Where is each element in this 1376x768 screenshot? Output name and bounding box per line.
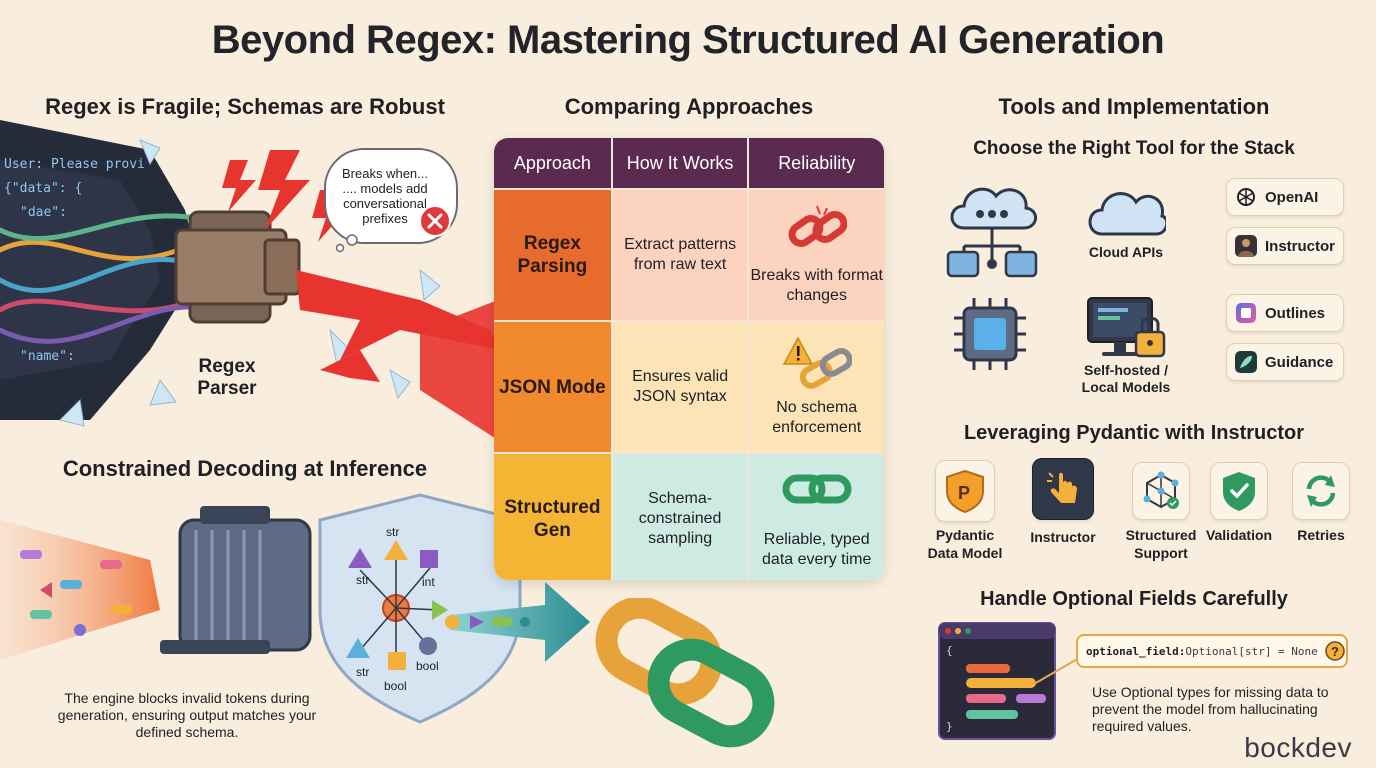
- regex-parser-label: Regex Parser: [197, 356, 257, 399]
- green-chain-icon: [782, 474, 852, 504]
- shield-label-str3: str: [356, 665, 369, 679]
- guidance-feather-icon: [1235, 351, 1257, 373]
- chain-links-icon: [595, 598, 775, 748]
- reliability-structured-cell: Reliable, typed data every time: [749, 454, 884, 580]
- bubble-text: Breaks when... .... models add conversat…: [342, 166, 428, 226]
- approach-structured: Structured Gen: [494, 454, 613, 580]
- error-x-icon: [419, 205, 451, 237]
- network-nodes-icon: [1143, 471, 1179, 509]
- reliability-structured: Reliable, typed data every time: [762, 531, 872, 568]
- table-row: Regex Parsing Extract patterns from raw …: [494, 188, 884, 320]
- regex-fragile-heading: Regex is Fragile; Schemas are Robust: [45, 94, 445, 119]
- reliability-regex: Breaks with format changes: [750, 267, 883, 304]
- structured-tile: [1132, 462, 1190, 520]
- header-reliability: Reliability: [778, 152, 856, 173]
- tool-instructor-label: Instructor: [1265, 237, 1336, 255]
- reliability-json-cell: No schema enforcement: [749, 322, 884, 452]
- pydantic-tile: P: [935, 460, 995, 522]
- tool-guidance-button[interactable]: Guidance: [1226, 343, 1344, 381]
- tool-openai-label: OpenAI: [1265, 188, 1319, 206]
- retry-arrows-icon: [1306, 475, 1336, 507]
- reliability-regex-cell: Breaks with format changes: [749, 190, 884, 320]
- page-title: Beyond Regex: Mastering Structured AI Ge…: [211, 18, 1165, 62]
- shield-label-str2: str: [386, 525, 399, 539]
- broken-regex-illustration: User: Please provi {"data": { "dae": "na…: [0, 120, 500, 427]
- openai-icon: [1237, 188, 1255, 206]
- question-icon: ?: [1325, 641, 1345, 661]
- header-approach: Approach: [494, 138, 613, 188]
- code-editor-icon: { }: [938, 622, 1056, 740]
- optional-note: Use Optional types for missing data to p…: [1092, 684, 1329, 734]
- tool-outlines-button[interactable]: Outlines: [1226, 294, 1344, 332]
- how-json: Ensures valid JSON syntax: [612, 322, 750, 452]
- table-row: JSON Mode Ensures valid JSON syntax No s…: [494, 320, 884, 452]
- cloud-icon: [1088, 192, 1166, 236]
- structured-support-label: Structured Support: [1125, 527, 1197, 561]
- retries-tile: [1292, 462, 1350, 520]
- how-structured: Schema-constrained sampling: [612, 454, 750, 580]
- table-row: Structured Gen Schema-constrained sampli…: [494, 452, 884, 580]
- constrained-decoding-illustration: str str int str bool bool: [0, 493, 590, 724]
- comparison-table: Approach How It Works Reliability Regex …: [494, 138, 884, 580]
- constrained-decoding-heading: Constrained Decoding at Inference: [62, 456, 428, 481]
- tool-guidance-label: Guidance: [1265, 353, 1334, 371]
- validation-label: Validation: [1205, 527, 1273, 543]
- code-field-type: Optional[str] = None: [1185, 644, 1318, 658]
- optional-fields-heading: Handle Optional Fields Carefully: [980, 588, 1288, 610]
- cloud-apis-label: Cloud APIs: [1088, 244, 1164, 260]
- table-header: Approach How It Works Reliability: [494, 138, 884, 188]
- retries-label: Retries: [1297, 527, 1345, 543]
- tool-openai-button[interactable]: OpenAI: [1226, 178, 1344, 216]
- validation-shield-icon: [1223, 472, 1255, 511]
- code-line-1: User: Please provi: [4, 157, 145, 172]
- bubble-tail: [335, 234, 358, 253]
- svg-text:P: P: [958, 483, 970, 503]
- engine-caption: The engine blocks invalid tokens during …: [57, 690, 317, 740]
- svg-text:?: ?: [1331, 644, 1339, 659]
- approach-regex: Regex Parsing: [494, 190, 613, 320]
- how-regex: Extract patterns from raw text: [612, 190, 750, 320]
- reliability-json: No schema enforcement: [772, 399, 862, 436]
- pydantic-heading: Leveraging Pydantic with Instructor: [963, 422, 1305, 444]
- tools-heading: Tools and Implementation: [998, 94, 1270, 119]
- cloud-network-icon: [946, 187, 1038, 278]
- instructor-tile: [1032, 458, 1094, 520]
- outlines-icon: [1236, 303, 1256, 323]
- tool-instructor-button[interactable]: Instructor: [1226, 227, 1344, 265]
- pydantic-shield-icon: P: [946, 469, 984, 513]
- shield-label-bool2: bool: [384, 679, 407, 693]
- code-line-2: {"data": {: [4, 181, 82, 196]
- instructor-label: Instructor: [1030, 529, 1096, 545]
- warning-chain-icon: [782, 336, 852, 389]
- local-server-lock-icon: [1087, 297, 1166, 358]
- local-models-label: Self-hosted / Local Models: [1081, 362, 1171, 395]
- instructor-avatar-icon: [1235, 235, 1257, 257]
- svg-text:}: }: [946, 720, 953, 733]
- shield-label-int: int: [422, 575, 435, 589]
- approach-json: JSON Mode: [494, 322, 613, 452]
- shield-label-str1: str: [356, 573, 369, 587]
- brand-logo: bockdev: [1244, 732, 1352, 763]
- optional-field-code-callout: optional_field: Optional[str] = None ?: [1076, 634, 1348, 668]
- broken-chain-icon: [788, 205, 847, 247]
- hand-pointer-icon: [1047, 472, 1077, 503]
- pydantic-label: Pydantic Data Model: [927, 527, 1003, 561]
- code-line-3: "dae":: [20, 205, 67, 220]
- validation-tile: [1210, 462, 1268, 520]
- code-field-name: optional_field:: [1086, 644, 1186, 658]
- comparing-heading: Comparing Approaches: [564, 94, 814, 119]
- code-line-4: "name":: [20, 349, 75, 364]
- chip-icon: [954, 298, 1026, 370]
- header-how: How It Works: [613, 138, 750, 188]
- shield-label-bool1: bool: [416, 659, 439, 673]
- choose-tool-heading: Choose the Right Tool for the Stack: [973, 138, 1295, 159]
- tool-outlines-label: Outlines: [1265, 304, 1326, 322]
- splash-connector: [420, 300, 498, 440]
- svg-text:{: {: [946, 644, 953, 657]
